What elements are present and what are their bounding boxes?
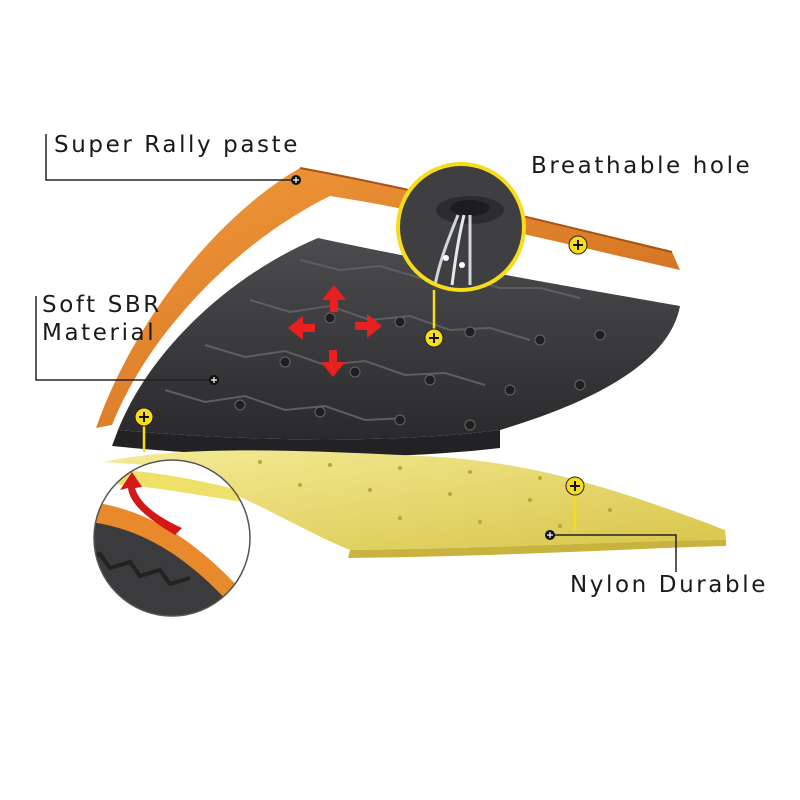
plus-circle-icon	[424, 328, 444, 348]
label-nylon-durable: Nylon Durable	[570, 572, 768, 598]
label-soft-sbr: Soft SBR Material	[42, 292, 162, 347]
plus-circle-icon	[568, 235, 588, 255]
orange-paste-layer	[96, 168, 680, 428]
curved-arrow-icon	[120, 472, 182, 535]
nylon-layer	[104, 450, 726, 550]
breathable-hole-inset	[396, 162, 526, 292]
zoom-inset	[93, 459, 251, 617]
plus-circle-icon	[134, 407, 154, 427]
nylon-perforations	[258, 460, 612, 528]
arrow-right-icon	[355, 314, 382, 338]
label-soft-sbr-line1: Soft SBR	[42, 292, 162, 318]
rubber-dimples	[234, 312, 606, 431]
nylon-layer-thickness	[348, 540, 726, 558]
arrow-up-icon	[322, 285, 346, 312]
arrow-down-icon	[321, 350, 345, 377]
plus-circle-icon	[565, 476, 585, 496]
yellow-markers	[134, 235, 588, 496]
black-markers	[209, 175, 555, 540]
label-super-rally-paste: Super Rally paste	[54, 132, 301, 158]
arrow-left-icon	[288, 316, 315, 340]
label-soft-sbr-line2: Material	[42, 319, 157, 346]
crosshair-icon	[209, 375, 219, 385]
crosshair-icon	[291, 175, 301, 185]
crosshair-icon	[545, 530, 555, 540]
label-breathable-hole: Breathable hole	[531, 153, 753, 179]
rubber-layer-thickness	[112, 430, 500, 457]
leader-lines	[35, 134, 677, 572]
red-arrows	[288, 285, 382, 377]
